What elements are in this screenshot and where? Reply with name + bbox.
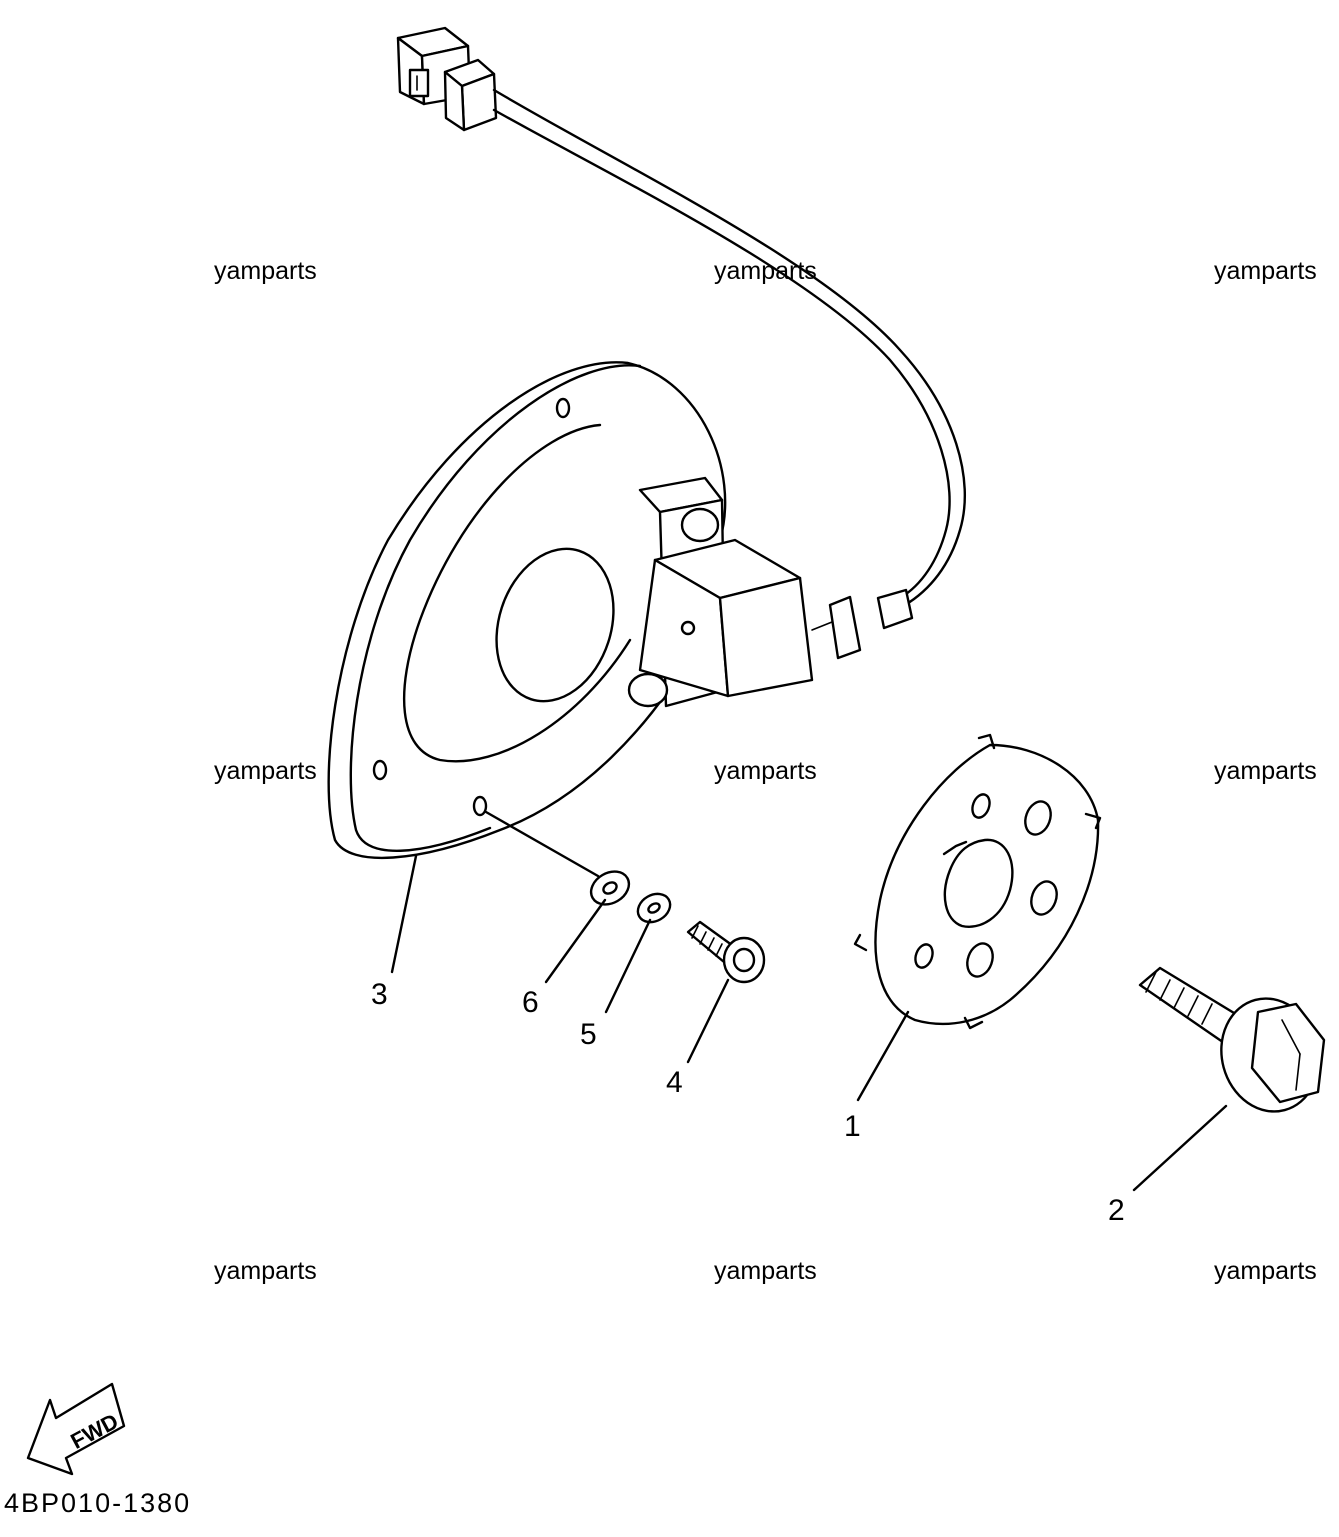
callout-part-4: 4 xyxy=(666,1066,683,1099)
bolt-part-2 xyxy=(1138,966,1326,1113)
washer-part-6 xyxy=(589,870,631,906)
leader-lines xyxy=(390,810,1228,1192)
diagram-code: 4BP010-1380 xyxy=(4,1488,192,1518)
watermark-text: yamparts xyxy=(714,757,817,785)
watermark-text: yamparts xyxy=(214,1257,317,1285)
watermark-text: yamparts xyxy=(714,257,817,285)
screw-part-4 xyxy=(686,920,766,984)
pickup-coil-plate xyxy=(327,361,727,860)
callout-part-3: 3 xyxy=(371,978,388,1011)
rotor-plate-part-1 xyxy=(853,733,1102,1030)
spring-washer-part-5 xyxy=(636,892,672,924)
watermark-text: yamparts xyxy=(714,1257,817,1285)
callout-part-2: 2 xyxy=(1108,1194,1125,1227)
callout-part-6: 6 xyxy=(522,986,539,1019)
watermark-text: yamparts xyxy=(1214,1257,1317,1285)
callout-part-5: 5 xyxy=(580,1018,597,1051)
pickup-coil-body xyxy=(627,476,862,708)
watermark-text: yamparts xyxy=(1214,257,1317,285)
watermark-text: yamparts xyxy=(1214,757,1317,785)
fwd-arrow-icon: FWD xyxy=(26,1382,126,1476)
watermark-text: yamparts xyxy=(214,757,317,785)
wire-connector xyxy=(396,26,498,132)
callout-part-1: 1 xyxy=(844,1110,861,1143)
lead-wire xyxy=(492,88,966,630)
watermark-text: yamparts xyxy=(214,257,317,285)
